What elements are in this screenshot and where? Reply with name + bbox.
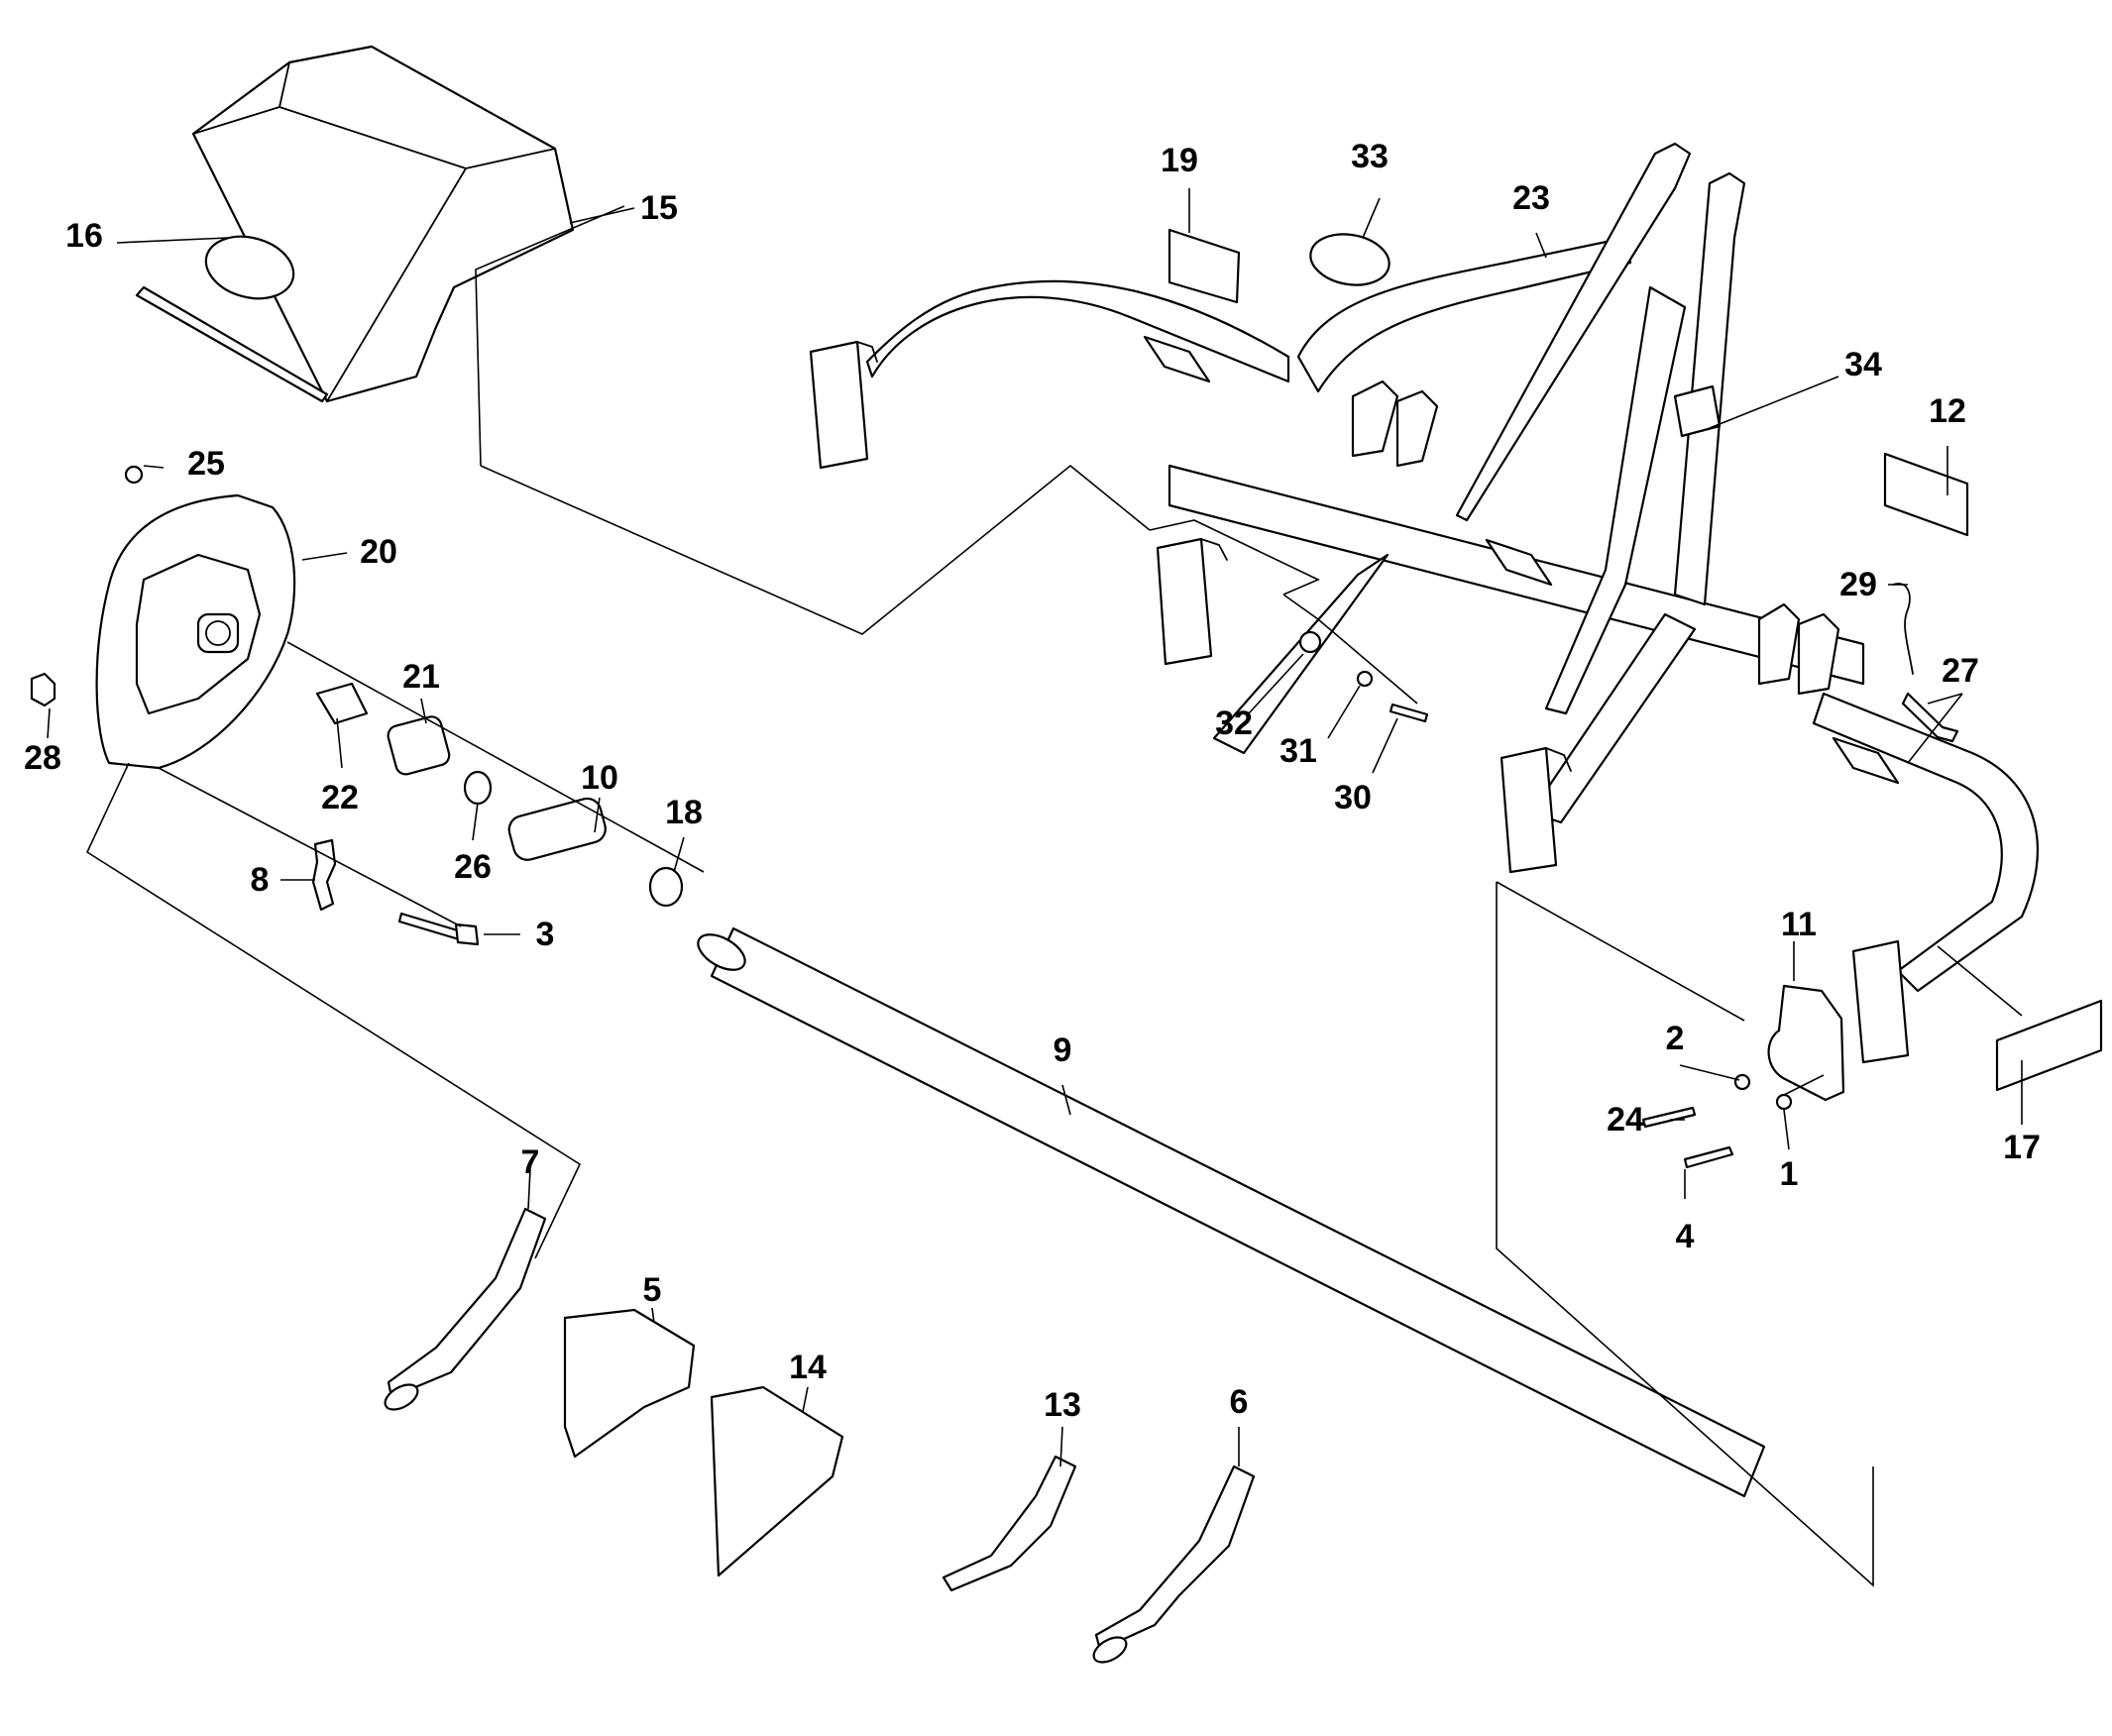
pin-27 <box>1901 692 1959 743</box>
washer-18 <box>648 866 684 908</box>
decal-19 <box>1167 228 1241 304</box>
washer-31 <box>1356 670 1374 688</box>
knife-14 <box>710 1385 844 1577</box>
callout-12: 12 <box>1929 392 1966 430</box>
callout-labels: 1 2 3 4 5 6 7 8 9 10 11 12 13 14 15 16 1… <box>24 138 2041 1424</box>
bearing-21 <box>387 715 451 776</box>
ring-26 <box>463 770 493 806</box>
nut-2 <box>1733 1073 1751 1091</box>
callout-13: 13 <box>1044 1386 1081 1424</box>
clip-29 <box>1892 583 1914 675</box>
callout-17: 17 <box>2003 1129 2041 1166</box>
callout-10: 10 <box>581 759 618 797</box>
callout-6: 6 <box>1230 1383 1249 1421</box>
callout-5: 5 <box>643 1271 662 1309</box>
callout-22: 22 <box>321 779 359 816</box>
callout-2: 2 <box>1666 1020 1685 1057</box>
sleeve-22 <box>315 682 369 725</box>
oval-decal <box>204 235 295 300</box>
leader-lines <box>85 205 2023 1587</box>
callout-27: 27 <box>1942 652 1979 690</box>
bolt-30 <box>1389 703 1429 723</box>
decal-33 <box>1309 233 1390 286</box>
bolt-24 <box>1641 1106 1697 1129</box>
shank-7 <box>387 1207 547 1399</box>
callout-7: 7 <box>521 1143 540 1181</box>
callout-20: 20 <box>360 533 397 571</box>
callout-11: 11 <box>1781 906 1817 943</box>
callout-16: 16 <box>65 217 103 255</box>
callout-1: 1 <box>1780 1155 1799 1193</box>
callout-pointers <box>47 188 2023 1467</box>
nut-28 <box>30 672 56 707</box>
hood-cover <box>135 45 575 403</box>
callout-14: 14 <box>789 1349 827 1386</box>
callout-30: 30 <box>1334 779 1372 816</box>
callout-26: 26 <box>454 848 492 886</box>
knife-5 <box>563 1308 696 1459</box>
bushing-10 <box>507 797 607 861</box>
callout-9: 9 <box>1054 1031 1072 1069</box>
bolt-3 <box>397 912 480 946</box>
bearing-block-11 <box>1767 984 1845 1102</box>
callout-25: 25 <box>187 445 225 483</box>
washer-32 <box>1298 630 1322 654</box>
decal-17 <box>1995 999 2103 1092</box>
callout-15: 15 <box>640 189 678 227</box>
callout-23: 23 <box>1512 179 1550 217</box>
washer-1 <box>1775 1093 1793 1111</box>
shank-6 <box>1094 1465 1256 1652</box>
callout-24: 24 <box>1607 1101 1644 1139</box>
callout-4: 4 <box>1676 1218 1695 1255</box>
callout-33: 33 <box>1351 138 1389 175</box>
bolt-4 <box>1683 1145 1734 1169</box>
callout-21: 21 <box>402 658 440 696</box>
decal-12 <box>1883 452 1969 537</box>
callout-32: 32 <box>1215 705 1253 742</box>
drive-disc <box>95 465 296 770</box>
callout-19: 19 <box>1161 142 1198 179</box>
callout-8: 8 <box>251 861 270 899</box>
callout-34: 34 <box>1844 346 1882 383</box>
callout-3: 3 <box>536 916 555 953</box>
callout-31: 31 <box>1279 732 1317 770</box>
callout-28: 28 <box>24 739 61 777</box>
shank-13 <box>942 1455 1077 1592</box>
callout-29: 29 <box>1839 566 1877 603</box>
callout-18: 18 <box>665 794 703 831</box>
